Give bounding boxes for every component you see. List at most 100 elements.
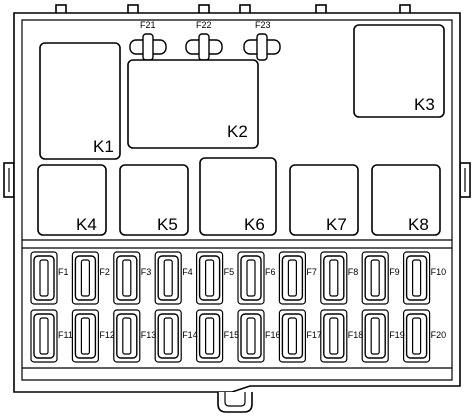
fuse-socket xyxy=(403,309,431,363)
relay-K1-body xyxy=(39,42,121,160)
fuse-F6[interactable]: F6 xyxy=(237,251,276,305)
fuse-element xyxy=(80,259,91,297)
fuse-socket xyxy=(196,251,224,305)
fuse-element xyxy=(205,259,215,297)
fuse-element xyxy=(163,317,173,355)
relay-K6-body xyxy=(199,157,277,236)
mini-fuse-cap xyxy=(256,33,268,61)
fuse-F13[interactable]: F13 xyxy=(113,309,157,363)
mini-fuse-F21[interactable]: F21 xyxy=(129,20,167,61)
fuse-body xyxy=(74,313,97,359)
fuse-socket xyxy=(237,309,265,363)
relay-K5-body xyxy=(119,164,189,236)
relay-K4[interactable]: K4 xyxy=(37,164,107,236)
fuse-body xyxy=(116,255,138,301)
fuse-F12[interactable]: F12 xyxy=(71,309,115,363)
relay-K5-label: K5 xyxy=(157,215,178,234)
relay-K3-body xyxy=(353,24,445,118)
fuse-element xyxy=(163,259,173,297)
mini-fuse-cap xyxy=(198,33,210,61)
fuse-F16[interactable]: F16 xyxy=(237,309,281,363)
relay-K8[interactable]: K8 xyxy=(371,164,441,236)
relay-K3-label: K3 xyxy=(414,95,435,114)
fuse-socket xyxy=(361,309,389,363)
fuse-element xyxy=(80,317,91,355)
mini-fuse-label-F22: F22 xyxy=(196,20,212,30)
fuse-socket xyxy=(71,309,100,363)
mini-fuse-label-F21: F21 xyxy=(140,20,156,30)
fuse-F5[interactable]: F5 xyxy=(196,251,235,305)
fuse-F7-label: F7 xyxy=(306,267,317,277)
fuse-F15-label: F15 xyxy=(224,330,240,340)
fuse-F18[interactable]: F18 xyxy=(320,309,364,363)
fuse-F10[interactable]: F10 xyxy=(403,251,447,305)
fuse-body xyxy=(323,313,345,359)
relay-K2-body xyxy=(127,59,259,149)
fuse-F2[interactable]: F2 xyxy=(71,251,110,305)
fuse-F9[interactable]: F9 xyxy=(361,251,400,305)
fuse-socket xyxy=(154,309,182,363)
fuse-body xyxy=(74,255,97,301)
fuse-element xyxy=(370,317,380,355)
fuse-F13-label: F13 xyxy=(141,330,157,340)
relay-K8-body xyxy=(371,164,441,236)
fuse-F11[interactable]: F11 xyxy=(30,309,73,363)
fuse-element xyxy=(287,259,297,297)
fuse-F11-label: F11 xyxy=(58,330,73,340)
fuse-F20-label: F20 xyxy=(431,330,447,340)
relay-K2[interactable]: K2 xyxy=(127,59,259,149)
fuse-socket xyxy=(320,309,348,363)
fuse-F15[interactable]: F15 xyxy=(196,309,240,363)
relay-K7[interactable]: K7 xyxy=(289,164,359,236)
mini-fuse-group: F21 F22 F23 xyxy=(129,20,281,61)
fuse-element xyxy=(246,317,256,355)
fuse-body xyxy=(33,255,55,301)
fuse-F8[interactable]: F8 xyxy=(320,251,359,305)
fuse-F18-label: F18 xyxy=(348,330,364,340)
relay-K5[interactable]: K5 xyxy=(119,164,189,236)
fuse-F2-label: F2 xyxy=(99,267,110,277)
fuse-body xyxy=(405,313,428,359)
relay-K6[interactable]: K6 xyxy=(199,157,277,236)
fuse-socket xyxy=(71,251,100,305)
fuse-F3[interactable]: F3 xyxy=(113,251,152,305)
fuse-element xyxy=(39,259,49,297)
relay-K4-body xyxy=(37,164,107,236)
fuse-body xyxy=(157,313,179,359)
fuse-body xyxy=(405,255,428,301)
fuse-socket xyxy=(30,309,58,363)
mini-fuse-label-F23: F23 xyxy=(255,20,271,30)
fuse-socket xyxy=(113,251,141,305)
mini-fuse-F23[interactable]: F23 xyxy=(243,20,281,61)
fuse-element xyxy=(370,259,380,297)
fuse-F7[interactable]: F7 xyxy=(278,251,317,305)
mini-fuse-cap xyxy=(142,33,154,61)
fuse-F1[interactable]: F1 xyxy=(30,251,69,305)
fuse-F4[interactable]: F4 xyxy=(154,251,193,305)
fuse-body xyxy=(364,255,386,301)
fuse-F12-label: F12 xyxy=(99,330,115,340)
fuse-F19-label: F19 xyxy=(389,330,405,340)
fuse-F5-label: F5 xyxy=(224,267,235,277)
fuse-F1-label: F1 xyxy=(58,267,69,277)
fuse-F16-label: F16 xyxy=(265,330,281,340)
fuse-F20[interactable]: F20 xyxy=(403,309,447,363)
fuse-socket xyxy=(403,251,431,305)
fuse-body xyxy=(198,313,221,359)
bottom-latch xyxy=(217,392,253,413)
fuse-element xyxy=(122,259,132,297)
relay-K1[interactable]: K1 xyxy=(39,42,121,160)
fuse-body xyxy=(323,255,345,301)
fuse-F3-label: F3 xyxy=(141,267,152,277)
fuse-F19[interactable]: F19 xyxy=(361,309,405,363)
fuse-element xyxy=(205,317,215,355)
relay-K8-label: K8 xyxy=(408,215,429,234)
fuse-F17[interactable]: F17 xyxy=(278,309,322,363)
relay-K3[interactable]: K3 xyxy=(353,24,445,118)
fuse-socket xyxy=(30,251,58,305)
fuse-element xyxy=(329,317,339,355)
fuse-socket xyxy=(320,251,348,305)
fuse-F14[interactable]: F14 xyxy=(154,309,198,363)
fuse-F14-label: F14 xyxy=(182,330,198,340)
